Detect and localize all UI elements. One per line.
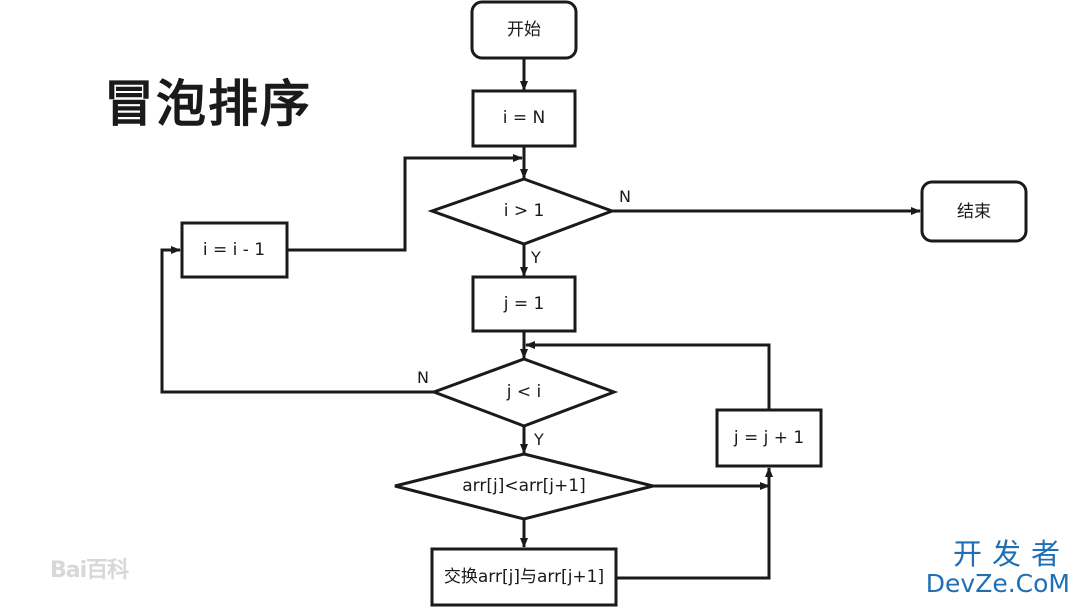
start-node [470,0,578,60]
init-i-node [471,89,577,148]
devze-watermark-en: DevZe.CoM [925,569,1070,598]
dec-i-node [180,221,289,279]
swap-label: 交换arr[j]与arr[j+1] [444,567,604,587]
init-j-node [471,275,577,333]
cond-i-label: i > 1 [504,201,545,221]
cond-j-label: j < i [506,382,542,402]
cond-i-yes-label: Y [530,248,541,267]
edge-inc-j-to-cond-j [525,341,771,410]
start-label: 开始 [507,20,541,40]
cond-i-node [427,177,617,246]
cond-i-no-label: N [619,187,631,206]
init-i-label: i = N [503,108,546,128]
edge-cond-j-no-to-dec-i [160,246,434,394]
cond-j-no-label: N [417,368,429,387]
cond-j-node [429,357,619,428]
edge-dec-i-to-cond-i [287,154,523,252]
cond-j-yes-label: Y [533,430,544,449]
baidu-watermark: Bai百科 [50,558,129,583]
swap-node [430,547,618,607]
inc-j-node [715,408,823,468]
compare-node [394,452,654,521]
end-node [920,180,1028,243]
devze-watermark-cn: 开发者 [952,537,1070,571]
edge-swap-to-inc-j [616,467,773,580]
dec-i-label: i = i - 1 [203,240,265,260]
compare-label: arr[j]<arr[j+1] [462,476,585,496]
diagram-title: 冒泡排序 [104,75,312,133]
end-label: 结束 [957,202,991,222]
inc-j-label: j = j + 1 [733,428,804,448]
init-j-label: j = 1 [503,294,545,314]
devze-watermark: 开发者 DevZe.CoM [925,537,1070,598]
